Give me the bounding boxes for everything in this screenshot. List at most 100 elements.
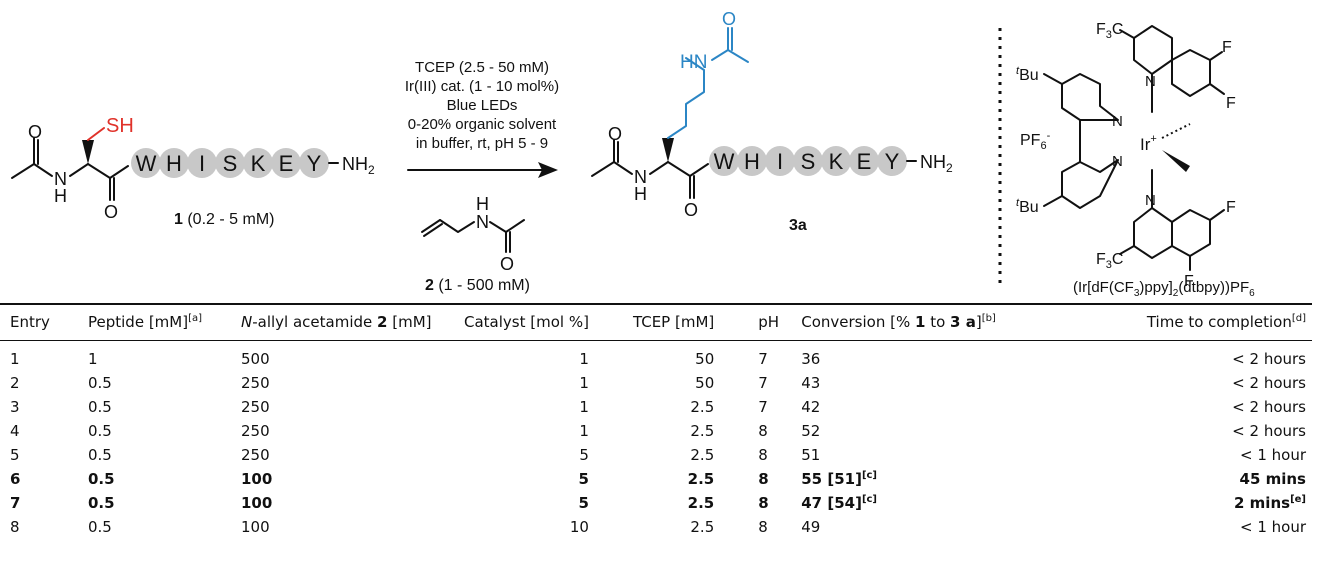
atom-f: F — [1184, 273, 1194, 290]
residue-bead — [821, 146, 851, 176]
atom-f: F — [1226, 199, 1236, 216]
reaction-conditions: TCEP (2.5 - 50 mM)Ir(III) cat. (1 - 10 m… — [405, 59, 559, 152]
peptide-cell: 0.5 — [88, 470, 115, 488]
atom-o: O — [28, 122, 42, 142]
header-tcep: TCEP [mM] — [628, 303, 755, 341]
allyl-cell: 500 — [241, 350, 270, 368]
conversion-cell: 51 — [801, 446, 821, 464]
residue-bead — [271, 148, 301, 178]
optimization-table: Entry Peptide [mM][a] N-allyl acetamide … — [0, 303, 1312, 539]
catalyst-cell: 5 — [579, 446, 589, 464]
reaction-arrow — [407, 162, 558, 178]
entry-cell: 1 — [10, 350, 20, 368]
optimization-table-container: Entry Peptide [mM][a] N-allyl acetamide … — [0, 303, 1321, 539]
tcep-cell: 2.5 — [690, 446, 715, 464]
atom-h: H — [476, 194, 489, 214]
time-cell: < 1 hour — [1239, 518, 1306, 536]
residue-bead — [765, 146, 795, 176]
catalyst-cell: 5 — [578, 494, 589, 512]
condition-line: 0-20% organic solvent — [408, 116, 557, 133]
header-entry: Entry — [0, 303, 84, 341]
conversion-cell: 55 [51][c] — [801, 470, 878, 488]
peptide-cell: 1 — [88, 350, 98, 368]
catalyst-cell: 1 — [579, 350, 589, 368]
atom-n: N — [1145, 192, 1156, 209]
ph-cell: 8 — [758, 422, 768, 440]
residue-letter: H — [166, 151, 182, 176]
atom-n: N — [1145, 73, 1156, 90]
product-label: 3a — [789, 217, 807, 234]
residue-letter: W — [714, 149, 735, 174]
ph-cell: 8 — [758, 446, 768, 464]
conversion-cell: 36 — [801, 350, 821, 368]
conversion-cell: 42 — [801, 398, 821, 416]
pf6-counterion: PF6- — [1020, 130, 1051, 152]
catalyst-cell: 1 — [579, 374, 589, 392]
tcep-cell: 2.5 — [690, 518, 715, 536]
header-catalyst: Catalyst [mol %] — [460, 303, 629, 341]
atom-h: H — [54, 186, 67, 206]
residue-bead — [849, 146, 879, 176]
allyl-cell: 100 — [241, 518, 270, 536]
time-cell: 45 mins — [1239, 470, 1306, 488]
header-allyl-acetamide: N-allyl acetamide 2 [mM] — [237, 303, 460, 341]
entry-cell: 4 — [10, 422, 20, 440]
ph-cell: 8 — [758, 494, 769, 512]
residue-letter: S — [801, 149, 816, 174]
ph-cell: 8 — [758, 470, 769, 488]
residue-letter: E — [279, 151, 294, 176]
ph-cell: 8 — [758, 518, 768, 536]
atom-n: N — [1112, 113, 1123, 130]
atom-n: N — [476, 212, 489, 232]
residue-letter: E — [857, 149, 872, 174]
residue-letter: I — [199, 151, 205, 176]
peptide-cell: 0.5 — [88, 374, 112, 392]
allyl-cell: 250 — [241, 422, 270, 440]
residue-bead — [877, 146, 907, 176]
residue-bead — [187, 148, 217, 178]
time-cell: 2 mins[e] — [1234, 494, 1306, 512]
tcep-cell: 2.5 — [690, 422, 715, 440]
entry-cell: 5 — [10, 446, 20, 464]
tcep-cell: 2.5 — [687, 494, 715, 512]
time-cell: < 2 hours — [1232, 374, 1306, 392]
peptide-cell: 0.5 — [88, 446, 112, 464]
time-cell: < 1 hour — [1239, 446, 1306, 464]
residue-bead — [793, 146, 823, 176]
conversion-cell: 47 [54][c] — [801, 494, 878, 512]
allyl-cell: 100 — [241, 494, 273, 512]
entry-cell: 2 — [10, 374, 20, 392]
header-ph: pH — [754, 303, 798, 341]
catalyst-name: (Ir[dF(CF3)ppy]2(dtbpy))PF6 — [1073, 279, 1255, 299]
header-conversion: Conversion [% 1 to 3 a][b] — [797, 303, 1016, 341]
tcep-cell: 2.5 — [687, 470, 715, 488]
compound-2-label: 2 (1 - 500 mM) — [425, 277, 530, 294]
entry-cell: 8 — [10, 518, 20, 536]
peptide-cell: 0.5 — [88, 398, 112, 416]
atom-o: O — [608, 124, 622, 144]
cf3-group: F3C — [1096, 251, 1123, 271]
tcep-cell: 2.5 — [690, 398, 715, 416]
residue-bead — [243, 148, 273, 178]
atom-n: N — [634, 167, 647, 187]
table-header-row: Entry Peptide [mM][a] N-allyl acetamide … — [0, 303, 1312, 341]
atom-o: O — [684, 200, 698, 220]
residue-bead — [215, 148, 245, 178]
reactant-1-structure: O N H O SH — [11, 115, 134, 222]
time-cell: < 2 hours — [1232, 398, 1306, 416]
condition-line: Blue LEDs — [447, 97, 518, 114]
atom-o: O — [104, 202, 118, 222]
atom-n: N — [54, 169, 67, 189]
ph-cell: 7 — [758, 350, 768, 368]
atom-n: N — [1112, 153, 1123, 170]
compound-1-label: 1 (0.2 - 5 mM) — [174, 211, 274, 228]
residue-letter: S — [223, 151, 238, 176]
entry-cell: 6 — [10, 470, 21, 488]
